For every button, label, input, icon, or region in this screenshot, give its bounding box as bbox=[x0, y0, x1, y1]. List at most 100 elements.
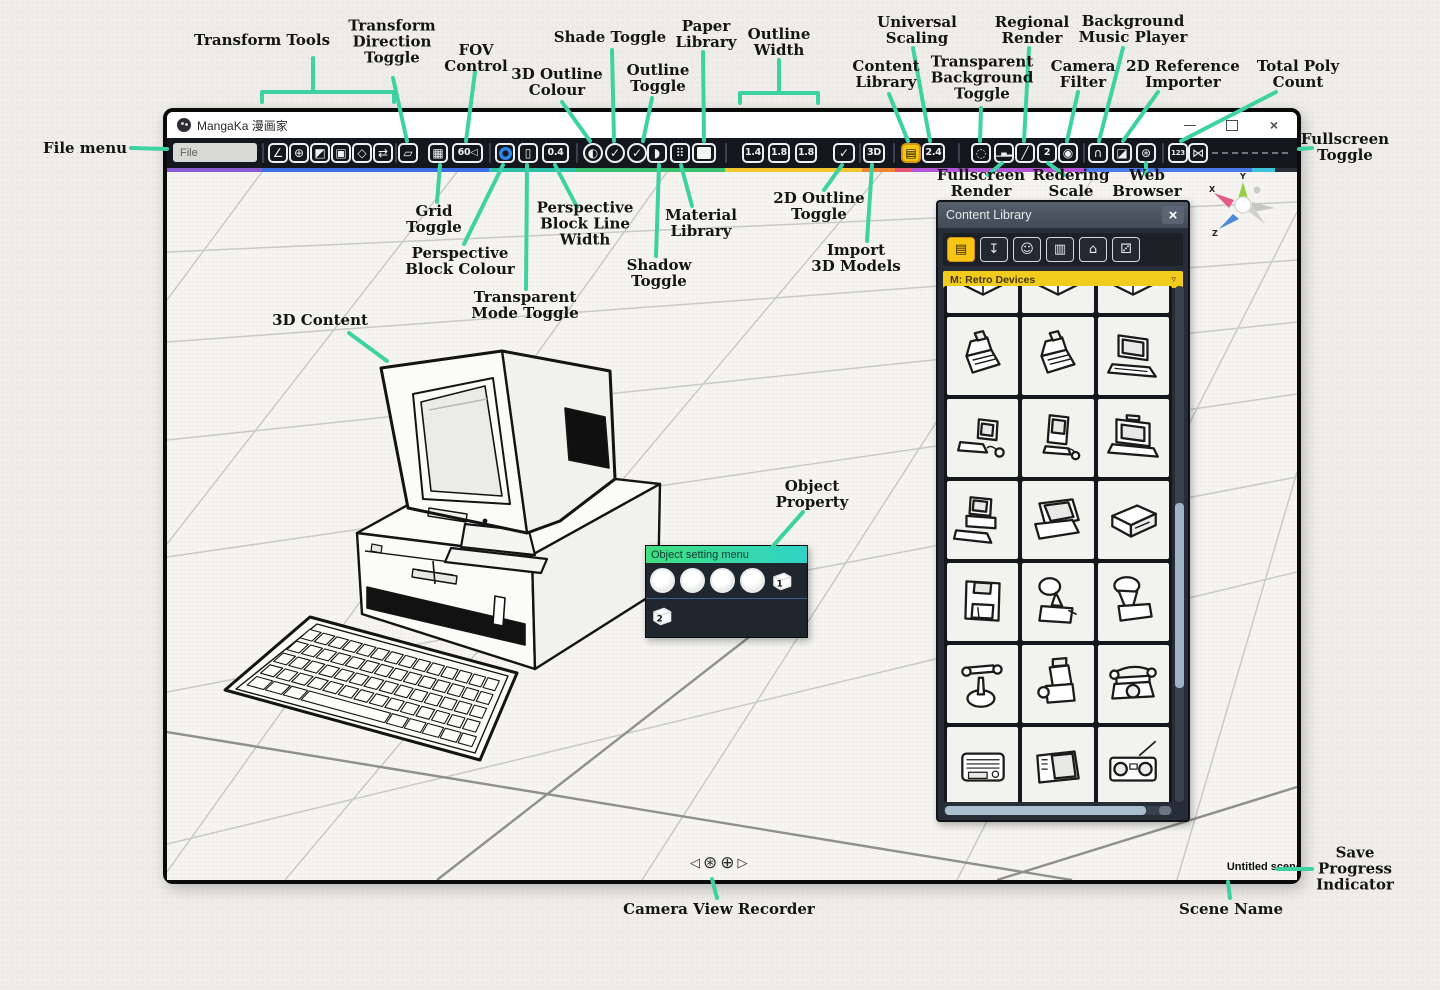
thumb-compact-computer[interactable] bbox=[1022, 399, 1094, 477]
axis-gizmo[interactable]: X Y Z bbox=[1195, 172, 1291, 242]
total-poly-count[interactable]: 123 bbox=[1168, 143, 1188, 163]
transparent-mode-toggle[interactable]: ▯ bbox=[518, 143, 538, 163]
transform-gradient-button[interactable]: ◩ bbox=[310, 143, 330, 163]
outline-toggle[interactable]: ✓ bbox=[627, 143, 647, 163]
thumb-box-device-2[interactable] bbox=[1022, 286, 1094, 313]
viewport-3d[interactable]: X Y Z Content Library × ▤↧☺▥⌂⚂ M: Retro … bbox=[167, 172, 1297, 880]
category-dropdown[interactable]: M: Retro Devices ▿ bbox=[943, 271, 1183, 288]
transform-axis-button[interactable]: ∠ bbox=[268, 143, 288, 163]
toolbar-separator bbox=[958, 143, 960, 163]
thumb-desktop-case[interactable] bbox=[1097, 481, 1169, 559]
tab-characters[interactable]: ☺ bbox=[1013, 237, 1041, 262]
perspective-block-line-width[interactable]: 0.4 bbox=[542, 143, 569, 163]
tower-icon bbox=[952, 496, 997, 544]
close-button[interactable]: × bbox=[1269, 117, 1279, 133]
tab-documents[interactable]: ▥ bbox=[1046, 237, 1074, 262]
material-library[interactable]: ⠿ bbox=[670, 143, 690, 163]
object-outline-row: 2 bbox=[646, 598, 807, 633]
view-settings-button[interactable]: ⊛ bbox=[703, 853, 718, 873]
thumb-boombox[interactable] bbox=[1097, 727, 1169, 802]
thumb-portable-computer[interactable] bbox=[1097, 399, 1169, 477]
thumb-terminal-computer[interactable] bbox=[1097, 317, 1169, 395]
thumb-box-device-1[interactable] bbox=[947, 286, 1019, 313]
thumb-tv-radio[interactable] bbox=[1022, 727, 1094, 802]
thumb-vintage-radio[interactable] bbox=[947, 727, 1019, 802]
tab-props[interactable]: ⚂ bbox=[1112, 237, 1140, 262]
camera-filter[interactable]: ◉ bbox=[1058, 143, 1078, 163]
thumb-cash-register-1[interactable] bbox=[947, 317, 1019, 395]
object-setting-menu-header[interactable]: Object setting menu bbox=[646, 546, 807, 563]
thumb-cash-register-2[interactable] bbox=[1022, 317, 1094, 395]
previous-view-button[interactable]: ◁ bbox=[690, 856, 700, 871]
horizontal-scrollbar-thumb[interactable] bbox=[945, 806, 1146, 815]
transform-mirror-button[interactable]: ⇄ bbox=[373, 143, 393, 163]
tab-3d-models[interactable]: ▤ bbox=[947, 237, 975, 262]
thumb-micro-computer[interactable] bbox=[947, 399, 1019, 477]
outline-width-1[interactable]: 1.4 bbox=[742, 143, 764, 163]
transparent-background-toggle[interactable]: ◌ bbox=[971, 143, 991, 163]
fov-control[interactable]: 60◁ bbox=[452, 143, 483, 163]
blue-colour-swatch bbox=[498, 146, 512, 160]
material-sphere-4[interactable] bbox=[740, 568, 765, 593]
maximize-button[interactable] bbox=[1225, 118, 1239, 132]
minimize-button[interactable] bbox=[1183, 118, 1197, 132]
next-view-button[interactable]: ▷ bbox=[737, 856, 748, 871]
thumb-floppy-disk[interactable] bbox=[947, 563, 1019, 641]
paper-library[interactable] bbox=[692, 143, 716, 163]
grid-toggle[interactable]: ▦ bbox=[428, 143, 448, 163]
thumb-luggable-computer[interactable] bbox=[1022, 481, 1094, 559]
thumb-gramophone-2[interactable] bbox=[1097, 563, 1169, 641]
outline-width-3[interactable]: 1.8 bbox=[795, 143, 817, 163]
horn-icon bbox=[1113, 576, 1154, 622]
label-outline-toggle: Outline Toggle bbox=[626, 60, 690, 95]
case-icon bbox=[1111, 504, 1158, 538]
import-3d-models[interactable]: 3D bbox=[863, 143, 885, 163]
thumb-box-device-3[interactable] bbox=[1097, 286, 1169, 313]
shadow-toggle[interactable]: ◗ bbox=[647, 143, 667, 163]
object-material-row: 1 bbox=[646, 563, 807, 598]
outline-cube-button-1[interactable]: 1 bbox=[770, 569, 794, 593]
perspective-block-colour[interactable] bbox=[495, 143, 515, 163]
axis-y-cone bbox=[1238, 182, 1248, 199]
shade-toggle[interactable]: ✓ bbox=[605, 143, 625, 163]
tab-3d-download[interactable]: ↧ bbox=[980, 237, 1008, 262]
material-sphere-2[interactable] bbox=[680, 568, 705, 593]
rendering-scale[interactable]: 2 bbox=[1037, 143, 1057, 163]
vertical-scrollbar[interactable] bbox=[1175, 286, 1184, 802]
register-icon bbox=[964, 330, 1001, 374]
outline-width-2[interactable]: 1.8 bbox=[768, 143, 790, 163]
transform-direction-toggle[interactable]: ▱ bbox=[398, 143, 418, 163]
content-library-close-button[interactable]: × bbox=[1162, 206, 1184, 224]
web-browser-button[interactable]: ⊛ bbox=[1136, 143, 1156, 163]
transform-wireframe-button[interactable]: ◇ bbox=[352, 143, 372, 163]
add-view-button[interactable]: ⊕ bbox=[720, 853, 735, 873]
toolbar-separator bbox=[893, 143, 895, 163]
fullscreen-render[interactable]: ▁▄▂ bbox=[994, 143, 1014, 163]
material-sphere-1[interactable] bbox=[650, 568, 675, 593]
outline-toggle-2d[interactable]: ✓ bbox=[833, 143, 855, 163]
material-sphere-3[interactable] bbox=[710, 568, 735, 593]
tab-buildings[interactable]: ⌂ bbox=[1079, 237, 1107, 262]
regional-render[interactable]: ╱ bbox=[1015, 143, 1035, 163]
outline-colour-3d[interactable]: ◐ bbox=[583, 143, 603, 163]
file-menu-input[interactable]: File bbox=[173, 143, 257, 162]
transform-scale-button[interactable]: ▣ bbox=[331, 143, 351, 163]
transform-globe-button[interactable]: ⊕ bbox=[289, 143, 309, 163]
content-library-header[interactable]: Content Library × bbox=[938, 202, 1188, 228]
thumb-crank-phone[interactable] bbox=[1022, 645, 1094, 723]
label-transform-tools: Transform Tools bbox=[193, 30, 331, 49]
content-library-button[interactable]: ▤ bbox=[901, 143, 921, 163]
compact-icon bbox=[1042, 414, 1081, 461]
fullscreen-toggle[interactable]: ⋈ bbox=[1188, 143, 1208, 163]
outline-cube-button-2[interactable]: 2 bbox=[650, 604, 674, 628]
vertical-scrollbar-thumb[interactable] bbox=[1175, 502, 1184, 689]
thumb-rotary-phone[interactable] bbox=[1097, 645, 1169, 723]
background-music-player[interactable]: ∩ bbox=[1088, 143, 1108, 163]
thumb-gramophone-1[interactable] bbox=[1022, 563, 1094, 641]
universal-scaling[interactable]: 2.4 bbox=[922, 143, 945, 163]
reference-importer-2d[interactable]: ◪ bbox=[1112, 143, 1132, 163]
thumb-tower-computer[interactable] bbox=[947, 481, 1019, 559]
window-controls: × bbox=[1183, 118, 1287, 132]
thumb-candlestick-phone[interactable] bbox=[947, 645, 1019, 723]
horizontal-scrollbar[interactable] bbox=[944, 806, 1172, 815]
